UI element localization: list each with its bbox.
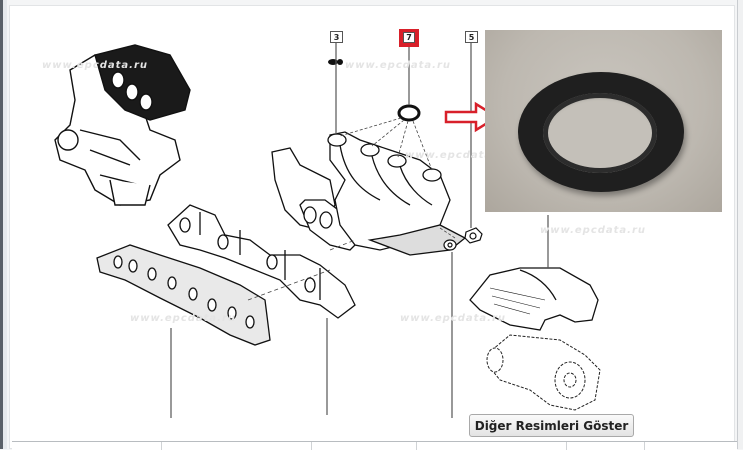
watermark: www.epcdata.ru <box>405 150 512 161</box>
part-photo <box>485 30 722 212</box>
scrollbar[interactable] <box>737 0 743 449</box>
table-column-header[interactable] <box>312 442 417 450</box>
watermark: www.epcdata.ru <box>540 225 647 236</box>
heat-shield-icon <box>469 267 599 331</box>
leader-lines <box>170 42 549 418</box>
o-ring-small-icon <box>397 104 421 122</box>
window-edge <box>0 0 3 449</box>
watermark: www.epcdata.ru <box>130 313 237 324</box>
watermark: www.epcdata.ru <box>42 60 149 71</box>
table-column-header[interactable] <box>162 442 312 450</box>
starter-motor-icon <box>486 334 601 411</box>
washer-icon <box>443 239 457 251</box>
callout-5[interactable]: 5 <box>465 31 478 43</box>
intake-manifold-icon <box>271 131 467 256</box>
callout-3[interactable]: 3 <box>330 31 343 43</box>
engine-assembly-icon <box>54 44 191 206</box>
table-column-header[interactable] <box>12 442 162 450</box>
window-gutter <box>3 0 7 449</box>
o-ring-photo-icon <box>518 72 684 192</box>
watermark: www.epcdata.ru <box>400 313 507 324</box>
nut-5-icon <box>464 227 483 244</box>
manifold-gasket-icon <box>96 244 271 346</box>
callout-7-label: 7 <box>403 32 415 43</box>
exhaust-manifold-icon <box>167 204 356 319</box>
callout-7-selected[interactable]: 7 <box>399 29 419 47</box>
watermark: www.epcdata.ru <box>345 60 452 71</box>
table-column-header[interactable] <box>567 442 645 450</box>
show-other-images-button[interactable]: Diğer Resimleri Göster <box>469 414 634 437</box>
dashed-guide-lines <box>339 117 456 239</box>
parts-table-header <box>12 441 737 450</box>
table-column-header[interactable] <box>417 442 567 450</box>
